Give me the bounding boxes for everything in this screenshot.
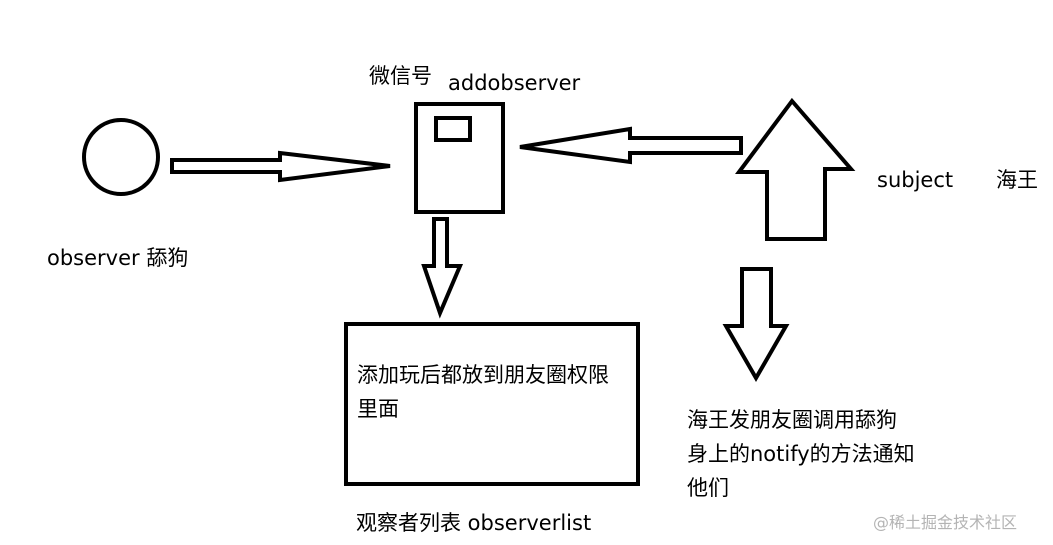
arrow-subject-to-phone bbox=[519, 126, 743, 165]
haiwang-label: 海王 bbox=[996, 168, 1038, 192]
phone-screen bbox=[434, 116, 472, 142]
addobserver-label: addobserver bbox=[448, 71, 581, 95]
subject-label: subject bbox=[877, 168, 954, 192]
observer-label: observer 舔狗 bbox=[47, 246, 189, 270]
arrow-phone-to-list bbox=[421, 217, 464, 319]
subject-up-arrow bbox=[735, 97, 856, 241]
arrow-observer-to-phone bbox=[170, 150, 391, 183]
observer-list-box bbox=[344, 322, 640, 486]
observer-list-caption: 观察者列表 observerlist bbox=[356, 511, 592, 535]
arrow-subject-to-note bbox=[722, 267, 790, 383]
notify-note: 海王发朋友圈调用舔狗身上的notify的方法通知他们 bbox=[687, 408, 915, 501]
observer-circle bbox=[82, 118, 160, 196]
watermark: @稀土掘金技术社区 bbox=[873, 513, 1018, 532]
observer-list-box-text: 添加玩后都放到朋友圈权限里面 bbox=[357, 363, 609, 422]
wechat-label: 微信号 bbox=[369, 64, 432, 88]
